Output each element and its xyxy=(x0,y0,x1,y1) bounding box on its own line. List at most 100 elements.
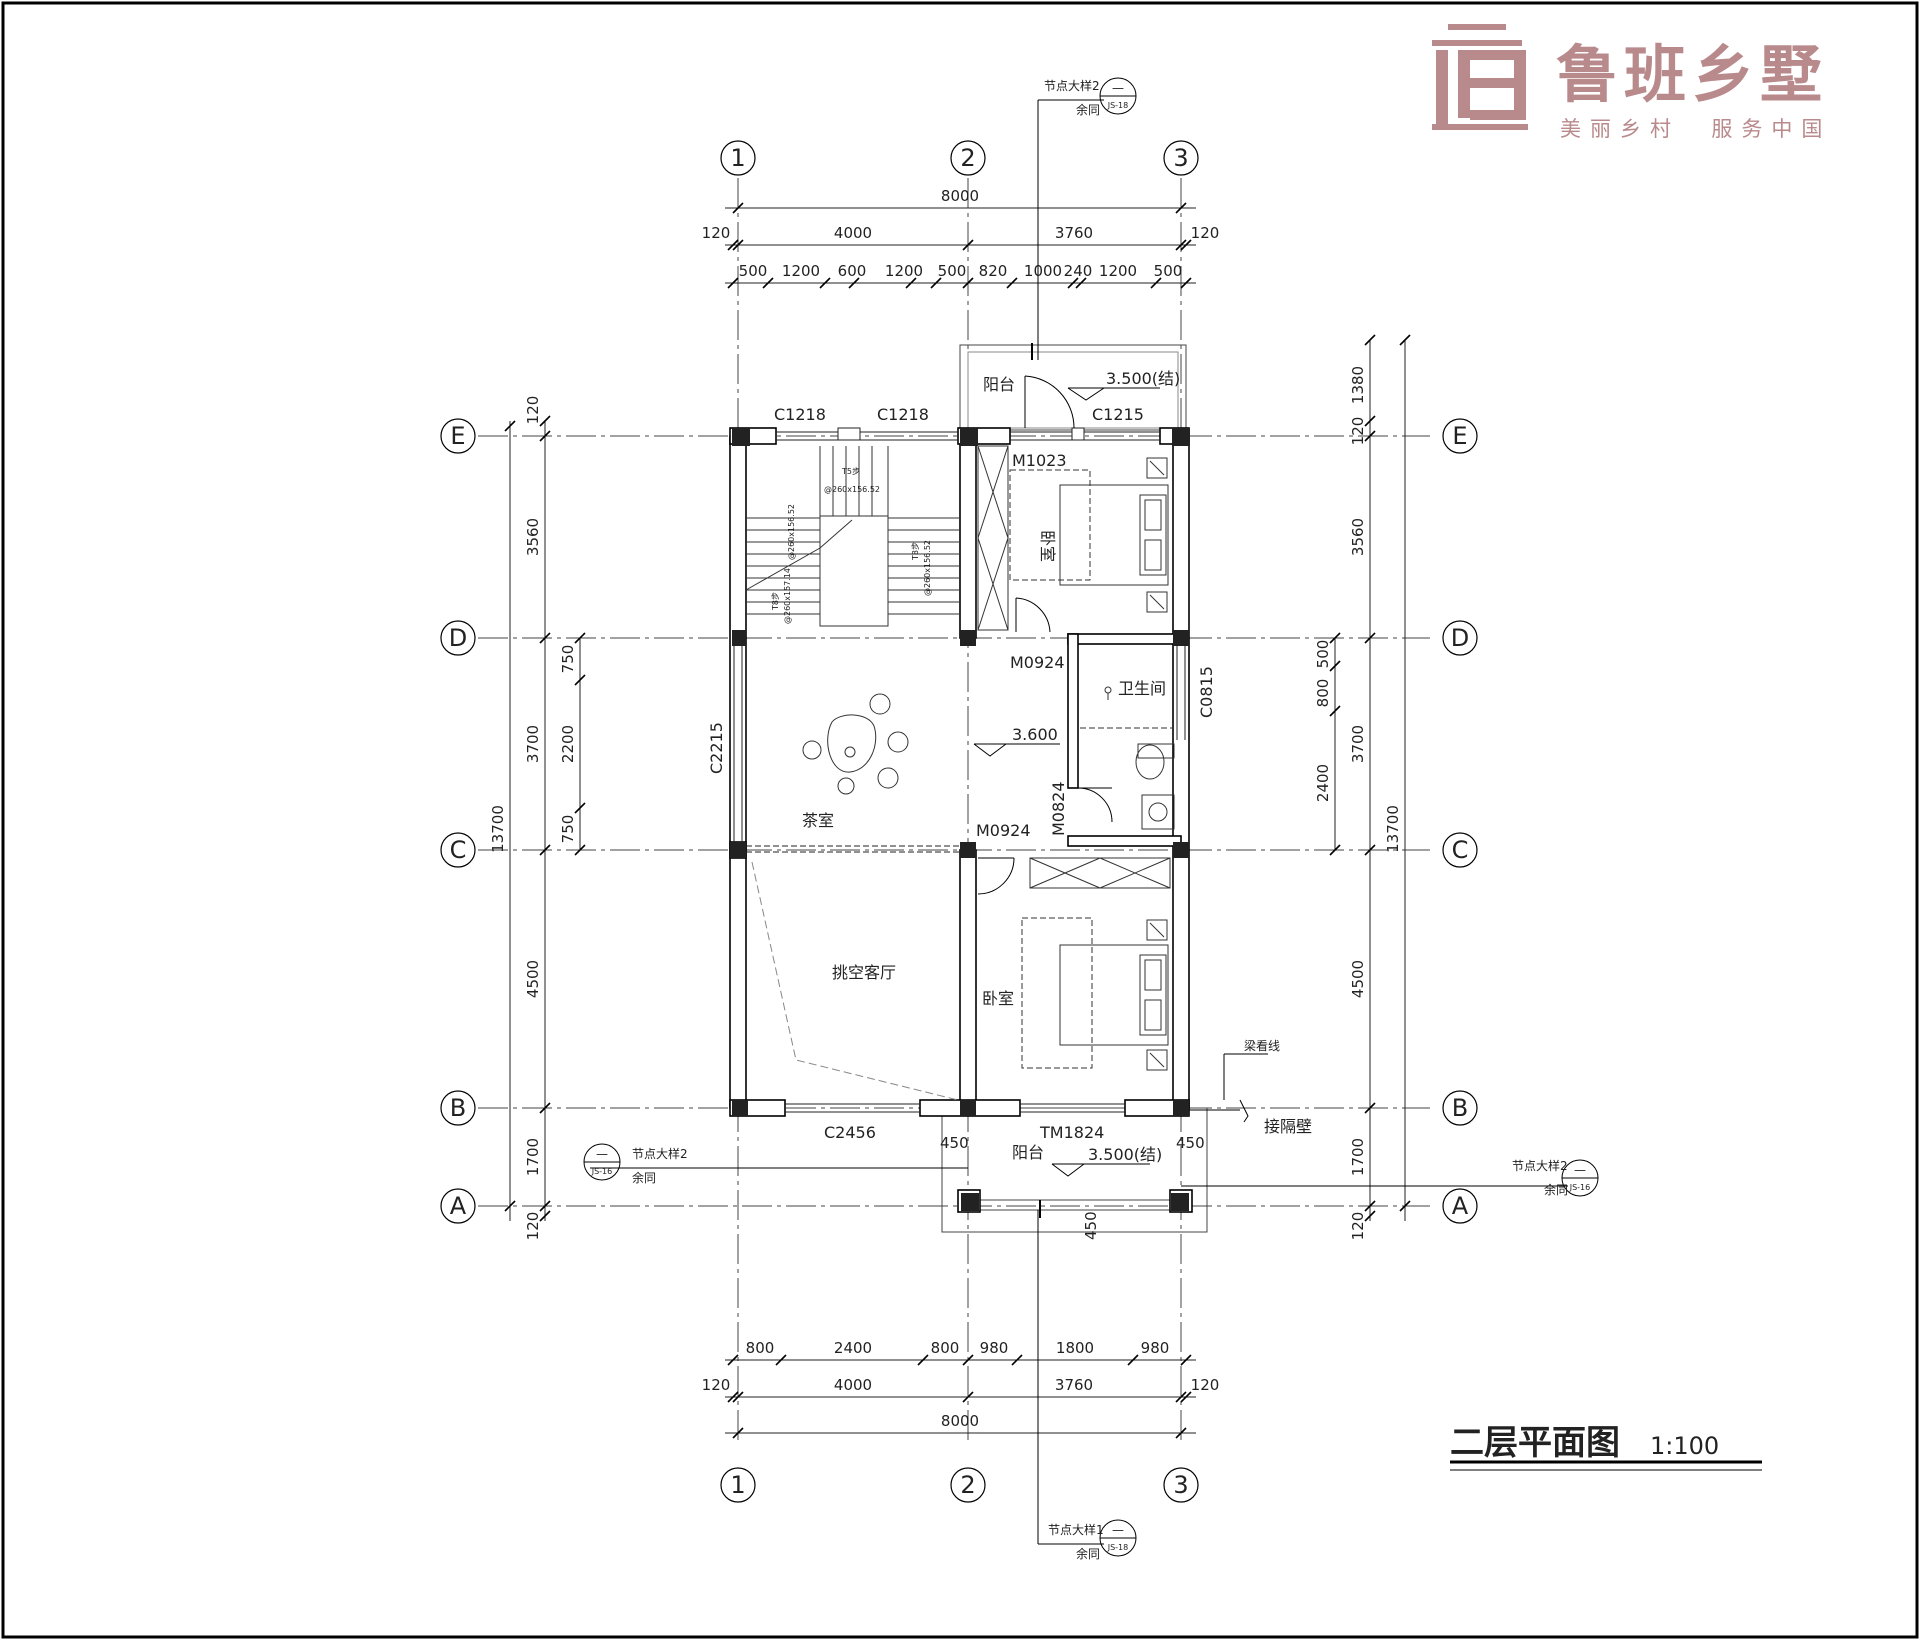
level-floor: 3.600 xyxy=(1012,725,1058,744)
dim-bottom-total: 8000 xyxy=(941,1412,979,1430)
code-c1218-a: C1218 xyxy=(774,405,826,424)
detail-right-num: — xyxy=(1574,1163,1586,1177)
stair-run-2: T8步 xyxy=(911,542,920,561)
dim-right-bay-2: 3700 xyxy=(1349,725,1367,763)
code-c2215: C2215 xyxy=(707,722,726,774)
dim-top-total: 8000 xyxy=(941,187,979,205)
stair-annotations: T5步 @260x156.52 T8步 @260x156.52 T8步 @260… xyxy=(771,467,932,624)
axis-label-top-1: 1 xyxy=(730,144,745,172)
axis-label-left-b: B xyxy=(450,1094,466,1122)
detail-top-sub: 余同 xyxy=(1076,102,1100,117)
code-c2456: C2456 xyxy=(824,1123,876,1142)
room-void-living: 挑空客厅 xyxy=(832,963,896,982)
axis-labels: 1 2 3 1 2 3 E D C B A E D C B A xyxy=(449,144,1469,1499)
detail-bottom-label: 节点大样1 xyxy=(1048,1522,1104,1537)
room-balcony-bottom: 阳台 xyxy=(1012,1143,1044,1162)
stair-treads-top xyxy=(819,446,889,516)
axis-label-top-3: 3 xyxy=(1173,144,1188,172)
detail-callout-lines xyxy=(583,77,1599,1557)
dim-right-bay-1: 3560 xyxy=(1349,518,1367,556)
detail-right-sub: 余同 xyxy=(1544,1182,1568,1197)
axis-label-bottom-2: 2 xyxy=(960,1471,975,1499)
dim-bottom-edge-right: 120 xyxy=(1191,1376,1220,1394)
axis-label-bottom-1: 1 xyxy=(730,1471,745,1499)
axis-centerlines xyxy=(478,178,1430,1445)
detail-bottom-sheet: JS-18 xyxy=(1107,1543,1129,1552)
dimension-lines xyxy=(509,207,1406,1434)
detail-top-label: 节点大样2 xyxy=(1044,78,1100,93)
walls xyxy=(729,427,1193,1213)
detail-right-label: 节点大样2 xyxy=(1512,1158,1568,1173)
dim-right-edge-bottom: 120 xyxy=(1349,1212,1367,1241)
axis-label-right-a: A xyxy=(1452,1192,1469,1220)
detail-callouts: 节点大样2 余同 — JS-18 节点大样2 余同 — JS-16 节点大样2 … xyxy=(591,78,1591,1561)
misc-dimensions: 450 450 450 xyxy=(940,1134,1205,1240)
room-balcony-top: 阳台 xyxy=(983,375,1015,394)
axis-label-left-d: D xyxy=(449,624,467,652)
bed-upper-icon xyxy=(1009,457,1169,613)
dim-bottom-detail-6: 980 xyxy=(1141,1339,1170,1357)
dim-top-mid-1: 4000 xyxy=(834,224,872,242)
stair-treads-right xyxy=(888,517,960,615)
axis-label-right-b: B xyxy=(1452,1094,1468,1122)
dim-bottom-mid-1: 4000 xyxy=(834,1376,872,1394)
dim-left-bay-3: 4500 xyxy=(524,960,542,998)
room-bedroom-top: 卧室 xyxy=(1038,530,1057,562)
axis-bubbles xyxy=(440,140,1478,1503)
drawing-scale: 1:100 xyxy=(1650,1432,1719,1460)
detail-left-sub: 余同 xyxy=(632,1170,656,1185)
code-tm1824: TM1824 xyxy=(1039,1123,1104,1142)
dim-top-detail-9: 1200 xyxy=(1099,262,1137,280)
void-outline xyxy=(751,861,959,1101)
dim-450-right: 450 xyxy=(1176,1134,1205,1152)
dim-top-detail-1: 500 xyxy=(739,262,768,280)
dim-450-left: 450 xyxy=(940,1134,969,1152)
top-dimensions: 8000 120 4000 3760 120 500 1200 600 1200… xyxy=(702,187,1220,280)
windows xyxy=(733,427,1186,1113)
stair-run-4-spec: @260x156.52 xyxy=(787,504,796,560)
code-m0824: M0824 xyxy=(1049,781,1068,836)
notes: 梁看线 接隔壁 xyxy=(1244,1038,1312,1136)
dim-bottom-detail-1: 800 xyxy=(746,1339,775,1357)
tea-table-icon xyxy=(802,693,909,795)
dim-top-detail-4: 1200 xyxy=(885,262,923,280)
detail-bottom-num: — xyxy=(1112,1523,1124,1537)
dim-top-edge-right: 120 xyxy=(1191,224,1220,242)
bed-lower-icon xyxy=(1021,917,1169,1071)
dim-bottom-edge-left: 120 xyxy=(702,1376,731,1394)
dim-top-mid-2: 3760 xyxy=(1055,224,1093,242)
dim-top-detail-5: 500 xyxy=(938,262,967,280)
axis-label-right-d: D xyxy=(1451,624,1469,652)
axis-label-right-c: C xyxy=(1452,836,1469,864)
beam-line-leader xyxy=(1189,1053,1268,1123)
staircase xyxy=(745,446,960,627)
axis-label-right-e: E xyxy=(1452,422,1467,450)
drawing-title-block: 二层平面图 1:100 xyxy=(1450,1423,1762,1471)
note-beam-line: 梁看线 xyxy=(1244,1038,1280,1053)
brand-mark-icon xyxy=(1432,24,1528,130)
stair-run-1-spec: @260x156.52 xyxy=(824,485,880,494)
dim-bottom-detail-4: 980 xyxy=(980,1339,1009,1357)
detail-left-label: 节点大样2 xyxy=(632,1146,688,1161)
dim-right-opening-1: 500 xyxy=(1314,640,1332,669)
code-c1218-b: C1218 xyxy=(877,405,929,424)
stair-run-3: T8步 xyxy=(771,592,780,611)
dim-left-bay-2: 3700 xyxy=(524,725,542,763)
left-dimensions: 120 3560 3700 4500 1700 120 13700 750 22… xyxy=(489,396,577,1241)
brand-logo: 鲁班乡墅 美丽乡村 服务中国 xyxy=(1432,24,1822,141)
code-m0924-b: M0924 xyxy=(976,821,1031,840)
dim-top-detail-10: 500 xyxy=(1154,262,1183,280)
room-bathroom: 卫生间 xyxy=(1118,679,1166,698)
stair-run-1: T5步 xyxy=(841,467,860,476)
dim-top-detail-7: 1000 xyxy=(1024,262,1062,280)
room-labels: 阳台 卧室 卫生间 茶室 挑空客厅 卧室 阳台 xyxy=(802,375,1166,1162)
dim-right-bay-4: 1700 xyxy=(1349,1138,1367,1176)
dim-450-bottom: 450 xyxy=(1082,1211,1100,1240)
axis-label-left-e: E xyxy=(450,422,465,450)
detail-left-sheet: JS-16 xyxy=(591,1167,613,1176)
dim-right-total: 13700 xyxy=(1384,805,1402,853)
dim-bottom-detail-2: 2400 xyxy=(834,1339,872,1357)
dim-right-opening-2: 800 xyxy=(1314,679,1332,708)
